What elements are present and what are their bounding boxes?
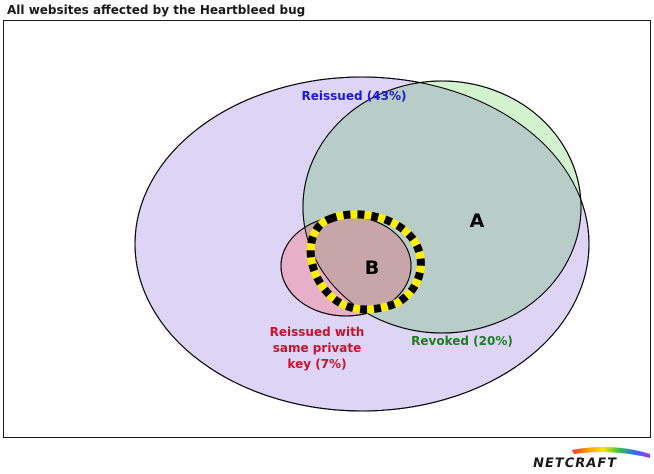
region-b-label: B [365, 257, 379, 279]
netcraft-rainbow-logo-icon: NETCRAFT [532, 447, 650, 471]
same-key-label-line1: Reissued with [270, 325, 365, 339]
netcraft-logo: NETCRAFT [532, 446, 650, 471]
netcraft-logo-text: NETCRAFT [532, 456, 618, 470]
same-key-label-line2: same private [273, 341, 361, 355]
revoked-label: Revoked (20%) [411, 334, 513, 348]
same-key-label-line3: key (7%) [287, 357, 346, 371]
venn-diagram: Reissued (43%) Revoked (20%) Reissued wi… [134, 76, 590, 412]
diagram-frame: Reissued (43%) Revoked (20%) Reissued wi… [3, 20, 651, 438]
reissued-label: Reissued (43%) [302, 89, 407, 103]
region-a-label: A [470, 210, 485, 232]
page-title: All websites affected by the Heartbleed … [7, 3, 306, 17]
